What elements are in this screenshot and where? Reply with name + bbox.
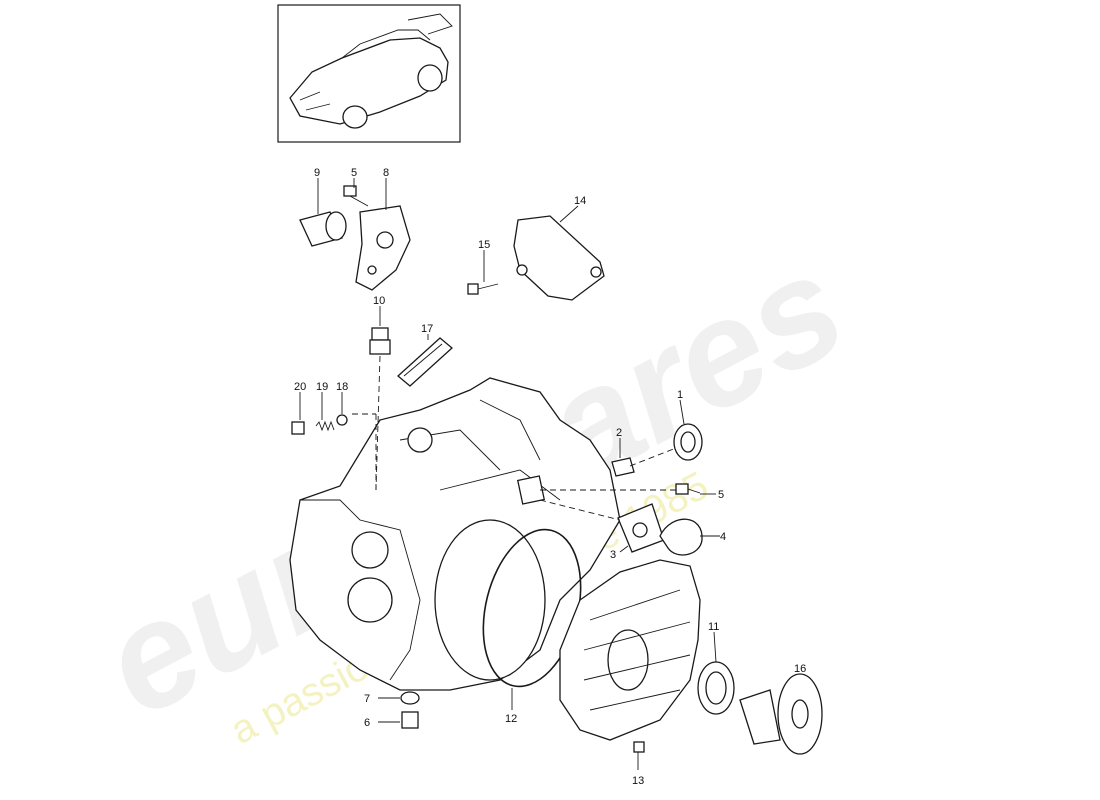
part-7-washer [400,691,420,705]
callout-13: 13 [632,775,644,787]
part-13-bolt [633,741,645,753]
part-6-plug [401,711,419,729]
part-8-bracket [355,205,411,291]
part-3-flange-plate [617,503,665,553]
part-20-screw [291,421,305,435]
callout-17: 17 [421,323,433,335]
callout-9: 9 [314,167,320,179]
callout-5b: 5 [718,489,724,501]
part-11-seal [697,661,735,715]
callout-14: 14 [574,195,586,207]
clutch-cover [559,559,701,741]
part-16-flange [739,673,823,755]
part-10-plug [369,327,391,355]
part-18-ball [336,414,348,426]
callout-2: 2 [616,427,622,439]
callout-11: 11 [708,621,719,633]
part-4-hose [659,518,703,556]
part-2-clip [611,457,635,477]
callout-12: 12 [505,713,517,725]
callout-18: 18 [336,381,348,393]
car-thumbnail-icon [277,4,461,143]
gearbox-housing [289,377,621,691]
part-9-pipe [299,211,347,247]
part-15-screw [467,283,499,295]
callout-20: 20 [294,381,306,393]
part-14-bracket [513,215,605,301]
callout-labels: 9 5 8 14 15 10 17 20 19 18 1 2 5 4 3 11 … [294,167,806,787]
callout-7: 7 [364,693,370,705]
part-1-ring [673,423,703,461]
part-17-filter [397,337,453,387]
callout-8: 8 [383,167,389,179]
part-5-bolt-right [675,483,701,495]
callout-3: 3 [610,549,616,561]
callout-15: 15 [478,239,490,251]
callout-10: 10 [373,295,385,307]
callout-19: 19 [316,381,328,393]
leader-lines [299,178,720,770]
part-19-spring [315,420,335,432]
callout-6: 6 [364,717,370,729]
callout-16: 16 [794,663,806,675]
callout-4: 4 [720,531,726,543]
part-5-bolt [343,185,369,207]
callout-5: 5 [351,167,357,179]
callout-1: 1 [677,389,683,401]
